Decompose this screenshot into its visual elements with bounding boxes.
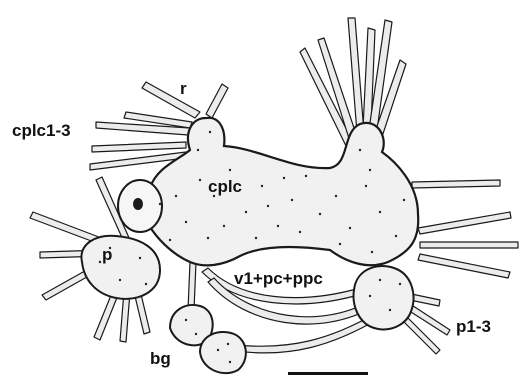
eye-pupil	[133, 198, 143, 210]
label-cplc: cplc	[208, 178, 242, 195]
label-p1-3: p1-3	[456, 318, 491, 335]
bg-lobe-lower	[200, 332, 246, 373]
scale-bar	[288, 372, 368, 375]
p1-3-lobe	[354, 266, 414, 329]
larva-body	[81, 118, 418, 373]
label-v1-pc-ppc: v1+pc+ppc	[234, 270, 323, 287]
label-cplc1-3: cplc1-3	[12, 122, 71, 139]
p-lobe	[81, 236, 160, 299]
label-bg: bg	[150, 350, 171, 367]
label-p: p	[102, 246, 112, 263]
body-outline	[147, 118, 418, 266]
label-r: r	[180, 80, 187, 97]
